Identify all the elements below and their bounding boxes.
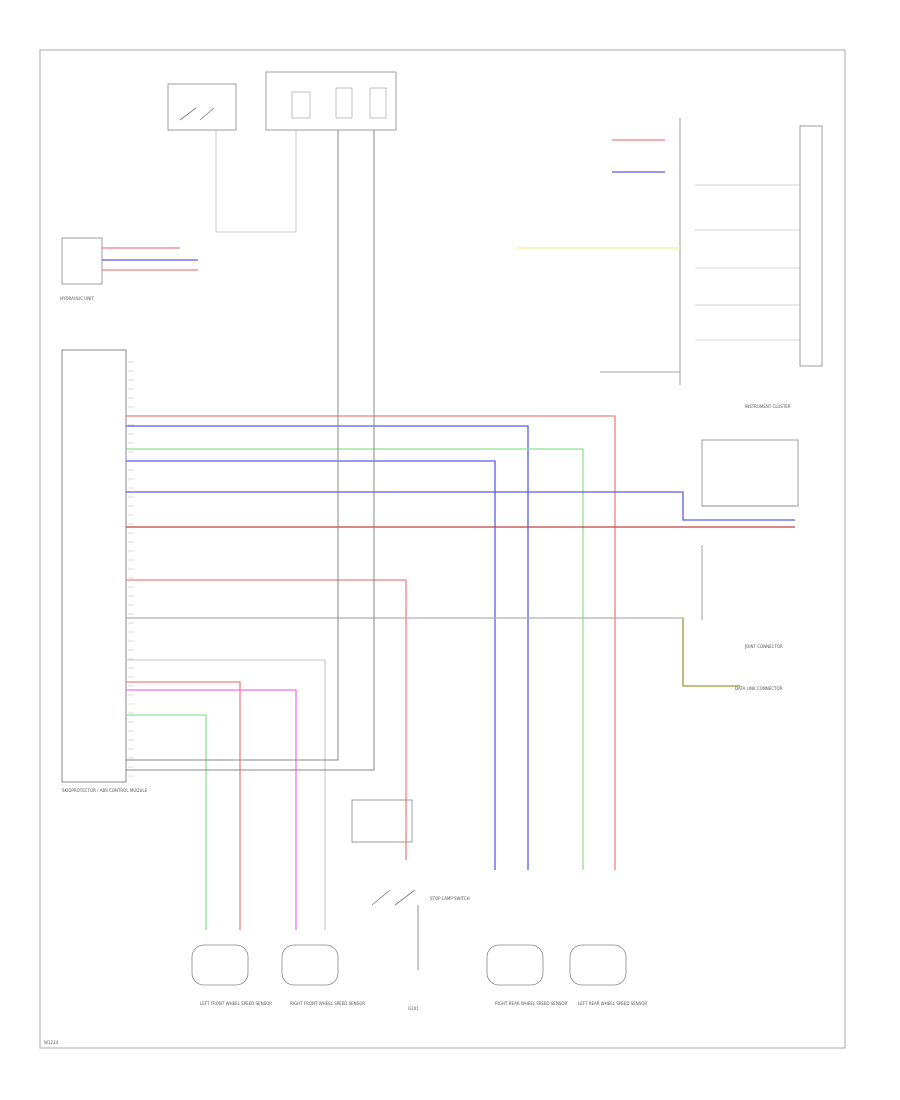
abs-control-module — [61, 349, 127, 783]
hydraulic-unit-connector — [61, 237, 103, 285]
wire-blue-3 — [126, 491, 795, 521]
hydraulic-unit-label: HYDRAULIC UNIT — [60, 296, 94, 301]
wheel-sensors: LEFT FRONT WHEEL SPEED SENSOR RIGHT FRONT… — [191, 944, 647, 1006]
wire-red-1 — [126, 415, 616, 870]
joint-connector-label: JOINT CONNECTOR — [744, 644, 783, 649]
wire-black-1 — [126, 130, 339, 761]
fuse-1 — [291, 91, 311, 119]
wheel-sensor-label-3: RIGHT REAR WHEEL SPEED SENSOR — [495, 1001, 567, 1006]
data-link-label: DATA LINK CONNECTOR — [735, 686, 783, 691]
wire-blue-1 — [126, 425, 529, 870]
wire-red-2 — [126, 579, 407, 860]
wire-pink-1 — [126, 689, 297, 930]
wheel-speed-sensor-3 — [486, 944, 544, 986]
wheel-speed-sensor-4 — [569, 944, 627, 986]
wires — [102, 130, 795, 930]
cluster-right-box — [799, 125, 823, 367]
wheel-sensor-label-2: RIGHT FRONT WHEEL SPEED SENSOR — [290, 1001, 365, 1006]
wire-green-2 — [126, 714, 207, 930]
wheel-sensor-label-1: LEFT FRONT WHEEL SPEED SENSOR — [200, 1001, 272, 1006]
stop-lamp-switch — [351, 799, 413, 843]
diagram-frame — [39, 49, 846, 1049]
stop-lamp-switch-icon — [371, 889, 416, 906]
fuse-block — [265, 71, 397, 131]
wheel-speed-sensor-1 — [191, 944, 249, 986]
wire-black-relay — [215, 130, 297, 233]
wheel-sensor-label-4: LEFT REAR WHEEL SPEED SENSOR — [578, 1001, 647, 1006]
stop-lamp-label: STOP LAMP SWITCH — [430, 896, 470, 901]
relay-box — [167, 83, 237, 131]
wire-black-2 — [126, 130, 375, 771]
wire-gray-1 — [126, 617, 740, 687]
diagram-id: W1234 — [44, 1040, 59, 1045]
wire-gray-2 — [126, 659, 326, 930]
ground-label: G101 — [408, 1006, 419, 1011]
wheel-speed-sensor-2 — [281, 944, 339, 986]
fuse-3 — [369, 87, 387, 119]
relay-switch-icon — [179, 107, 215, 121]
abs-module-label: SKIDPROTECTOR / ABS CONTROL MODULE — [62, 788, 148, 793]
wire-red-3 — [126, 681, 241, 930]
wire-olive-1 — [682, 618, 740, 687]
joint-connector-box — [701, 439, 799, 507]
wire-green-1 — [126, 448, 584, 870]
cluster-internal-lines — [695, 184, 800, 341]
abs-pin-labels — [128, 361, 134, 777]
instrument-cluster-label: INSTRUMENT CLUSTER — [745, 404, 791, 409]
wire-blue-2 — [126, 460, 496, 870]
fuse-2 — [335, 87, 353, 119]
